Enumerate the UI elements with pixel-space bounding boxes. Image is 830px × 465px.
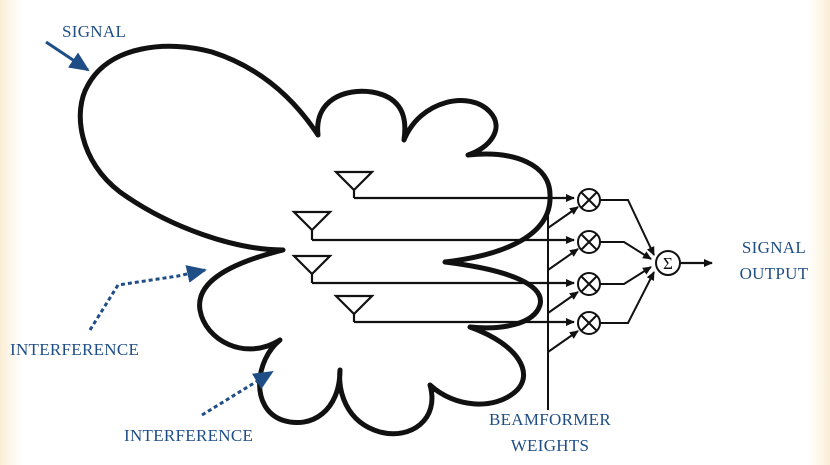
sum-symbol: Σ (663, 254, 673, 273)
signal-output-label: SIGNAL OUTPUT (724, 238, 824, 284)
interference-label-left: INTERFERENCE (10, 340, 140, 359)
interference-label-bottom: INTERFERENCE (124, 426, 254, 445)
antenna-1 (333, 170, 375, 198)
beamformer-weights-label: BEAMFORMER WEIGHTS (464, 410, 636, 456)
beamformer-label-line2: WEIGHTS (510, 436, 590, 455)
radiation-pattern (77, 43, 553, 437)
output-label-line2: OUTPUT (739, 264, 809, 283)
sum-inputs (600, 199, 655, 324)
multiplier-1 (577, 188, 601, 212)
antenna-4 (333, 294, 375, 322)
antenna-3 (291, 254, 333, 283)
beamformer-weight-lines (547, 206, 579, 410)
signal-label: SIGNAL (62, 22, 127, 41)
interference-arrow-left (88, 265, 207, 331)
output-label-line1: SIGNAL (741, 238, 807, 257)
multiplier-4 (577, 311, 601, 335)
beamformer-label-line1: BEAMFORMER (488, 410, 612, 429)
antenna-2 (291, 210, 333, 240)
signal-arrow (45, 40, 90, 72)
multiplier-3 (577, 272, 601, 296)
summer: Σ (655, 250, 681, 276)
feed-lines (312, 194, 575, 326)
multiplier-2 (577, 230, 601, 254)
